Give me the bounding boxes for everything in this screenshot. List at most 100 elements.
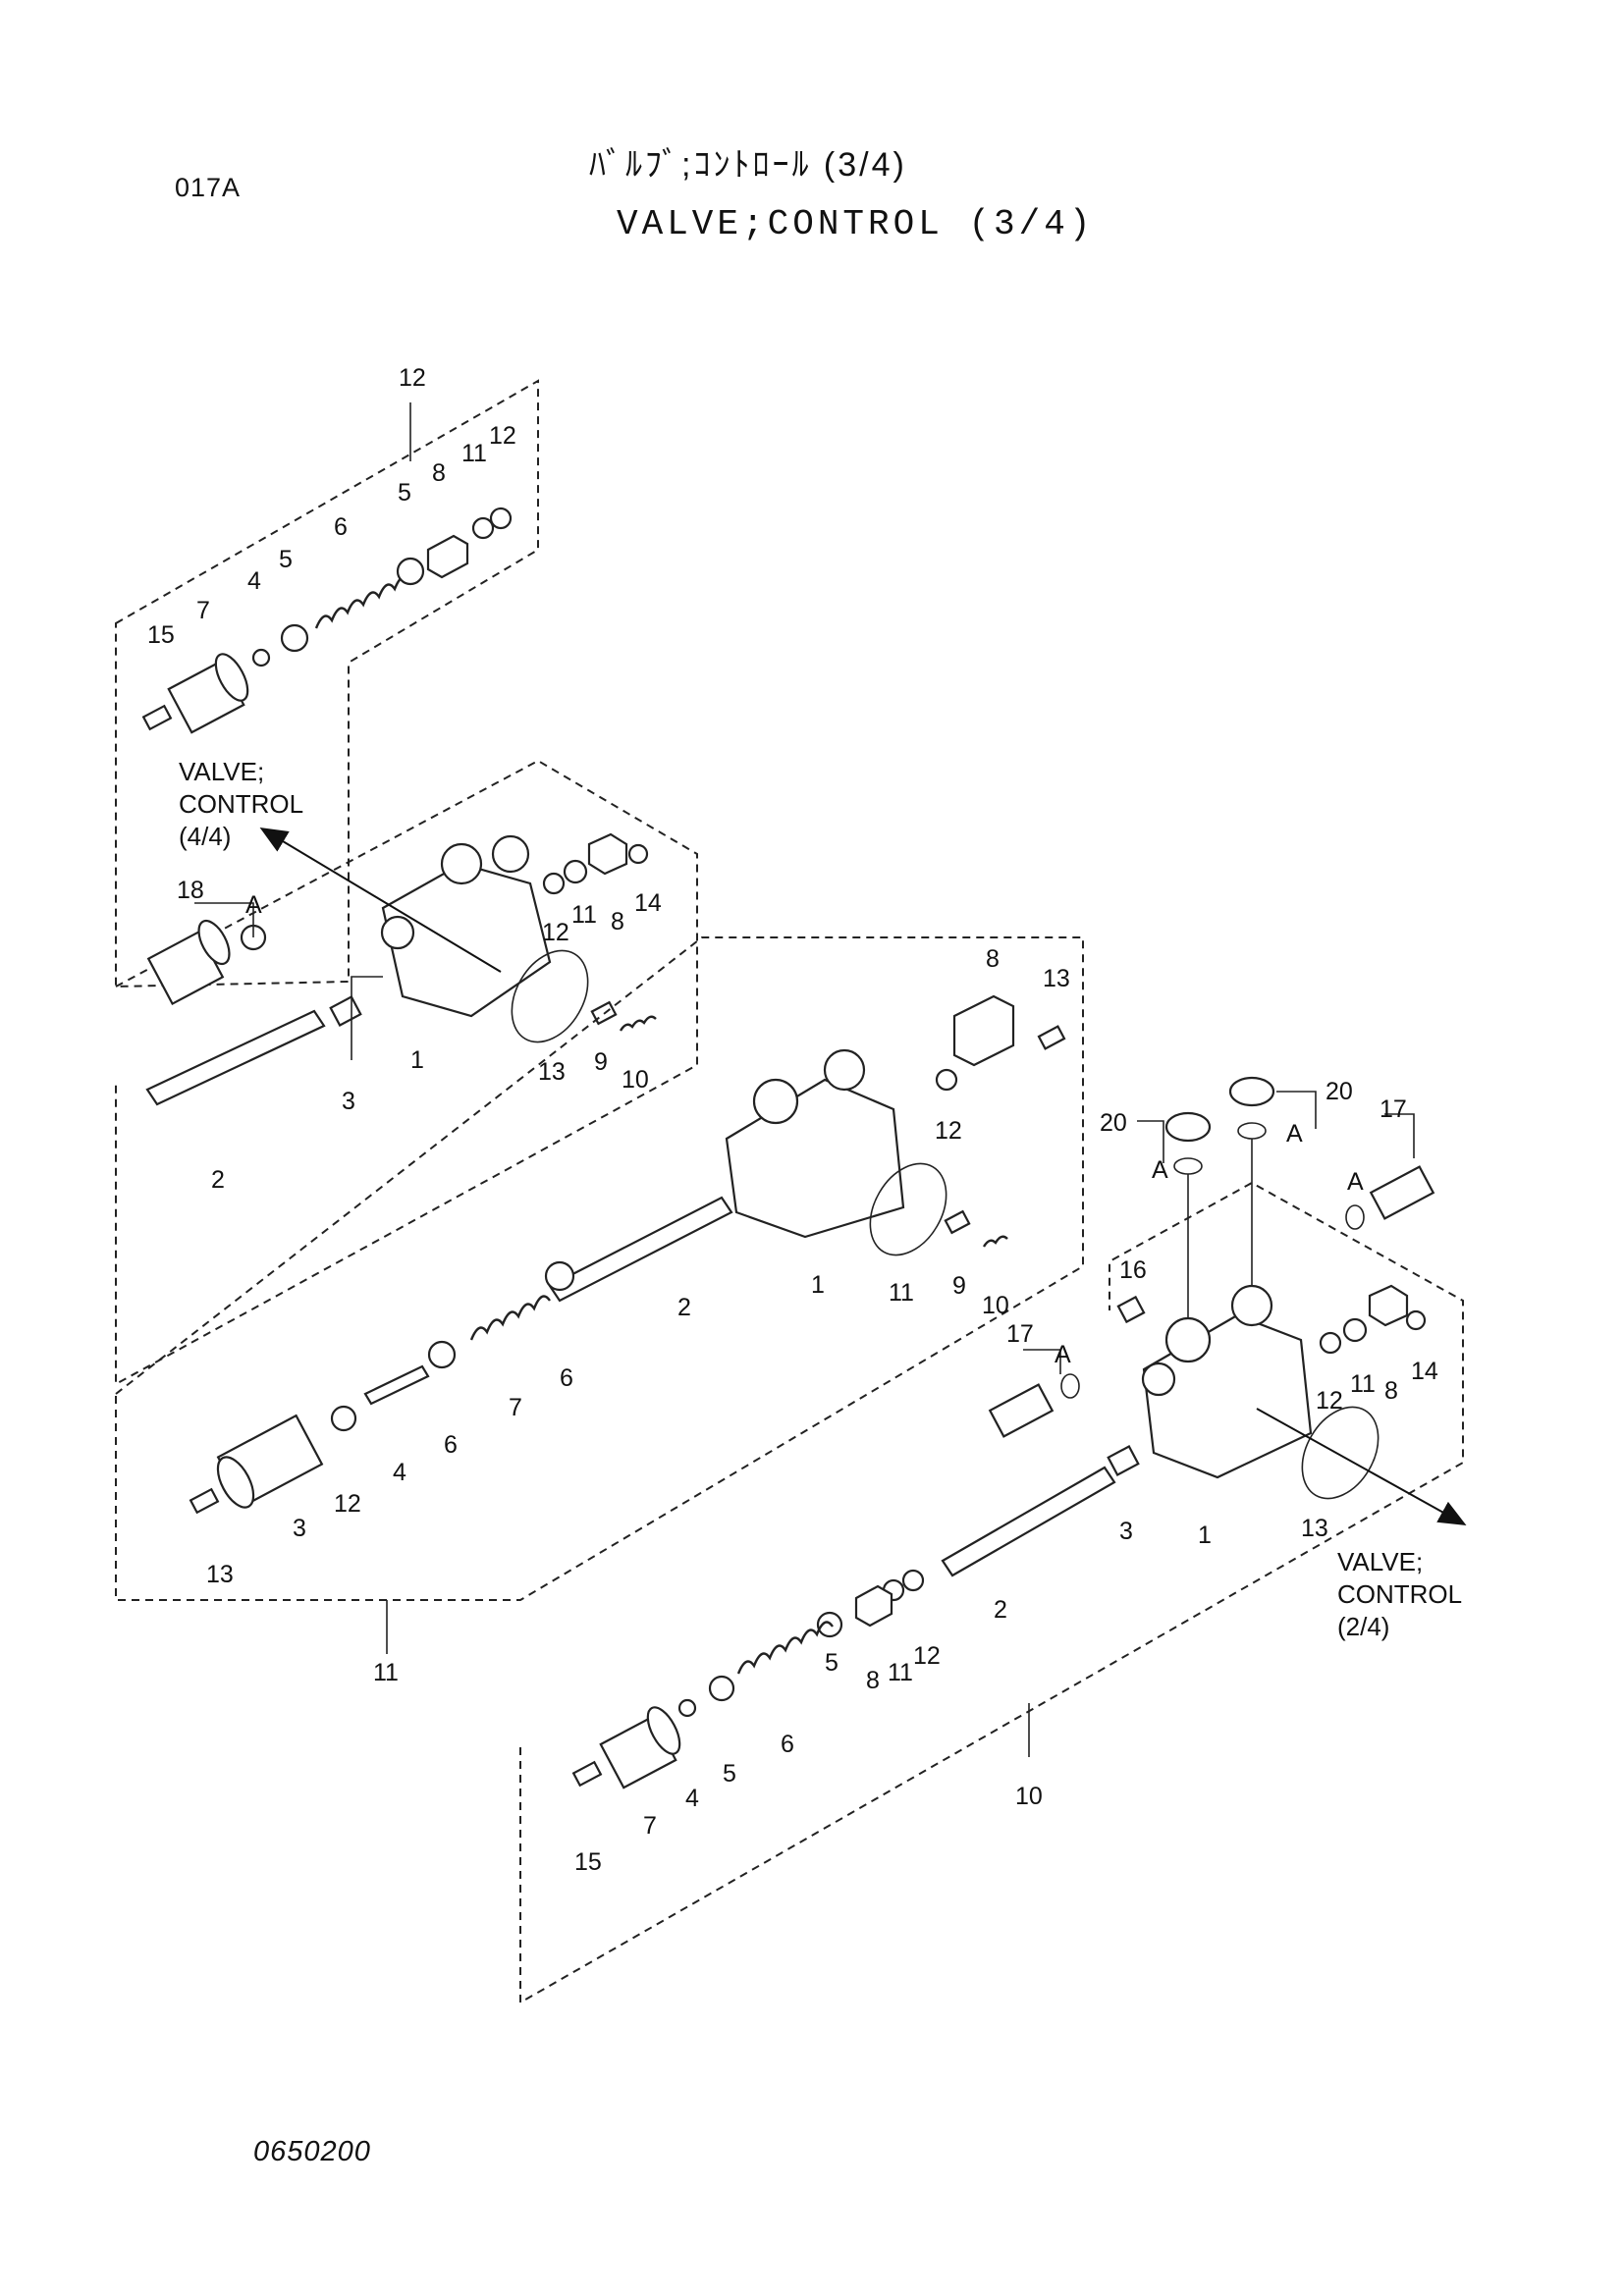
part-label: 10	[982, 1292, 1009, 1319]
part-label: 9	[594, 1048, 608, 1076]
part-label: 15	[574, 1848, 602, 1876]
page-code: 017A	[175, 173, 242, 202]
fitting-left	[988, 1383, 1055, 1438]
part-label: 11	[888, 1659, 913, 1686]
spool-middle	[548, 1196, 733, 1303]
part-label: 5	[723, 1760, 736, 1788]
group-label-10: 10	[1015, 1783, 1043, 1810]
spool-bottom	[941, 1466, 1116, 1577]
part-label: 7	[509, 1394, 522, 1421]
part-label: 11	[461, 440, 487, 467]
assembly-bottom	[519, 1076, 1467, 2004]
assembly-top	[115, 379, 698, 1386]
part-label: 12	[542, 919, 569, 946]
ref-arrow-bottom	[1256, 1408, 1467, 1525]
reference-right: VALVE; CONTROL (2/4)	[1337, 1547, 1462, 1641]
part-label: 6	[560, 1364, 573, 1392]
part-labels-middle: 8 13 12 1 11 9 10 2 6 7 6 4 12 3 13	[206, 945, 1070, 1588]
title-english: VALVE;CONTROL (3/4)	[617, 204, 1095, 244]
part-label: 14	[1411, 1358, 1438, 1385]
part-label: 7	[643, 1812, 657, 1840]
cap-bottom	[599, 1706, 681, 1789]
part-label: 8	[986, 945, 1000, 973]
part-label: 20	[1100, 1109, 1127, 1137]
marker-a-bottom-1: A	[1152, 1156, 1168, 1184]
part-label: 6	[334, 513, 348, 541]
reference-top: VALVE; CONTROL (4/4)	[179, 757, 303, 851]
spring-part	[314, 575, 411, 629]
ref-top-line3: (4/4)	[179, 822, 231, 851]
drawing-number: 0650200	[253, 2136, 371, 2167]
kit-box-top	[115, 379, 539, 988]
part-label: 2	[994, 1596, 1007, 1624]
part-label: 13	[538, 1058, 566, 1086]
part-label: 12	[1316, 1387, 1343, 1415]
part-labels-top: 15 7 4 5 6 5 8 11 12 18 12 11 8 14 1 13 …	[147, 422, 662, 1194]
plug-part	[146, 919, 231, 1006]
part-label: 12	[489, 422, 516, 450]
part-label: 9	[952, 1272, 966, 1300]
part-label: 1	[410, 1046, 424, 1074]
part-label: 1	[811, 1271, 825, 1299]
part-label: 4	[393, 1459, 406, 1486]
part-label: 11	[571, 901, 597, 929]
valve-body-middle	[725, 1048, 947, 1256]
part-label: 7	[196, 597, 210, 624]
part-label: 5	[398, 479, 411, 507]
ref-top-line2: CONTROL	[179, 789, 303, 819]
part-label: 11	[1350, 1370, 1376, 1398]
marker-a-bottom-3: A	[1347, 1168, 1364, 1196]
ref-right-line2: CONTROL	[1337, 1579, 1462, 1609]
ref-right-line1: VALVE;	[1337, 1547, 1423, 1576]
part-label: 11	[889, 1279, 914, 1307]
part-label: 5	[279, 546, 293, 573]
part-label: 15	[147, 621, 175, 649]
marker-a-top: A	[245, 891, 262, 919]
valve-body-bottom	[1141, 1284, 1313, 1479]
part-label: 20	[1325, 1078, 1353, 1105]
part-label: 8	[866, 1667, 880, 1694]
part-label: 6	[444, 1431, 458, 1459]
part-label: 18	[177, 877, 204, 904]
ref-arrow-top	[259, 827, 502, 973]
kit-box-middle	[115, 936, 1084, 1601]
part-label: 13	[206, 1561, 234, 1588]
part-label: 4	[685, 1785, 699, 1812]
title-japanese: ﾊﾞﾙﾌﾞ;ｺﾝﾄﾛｰﾙ (3/4)	[589, 146, 907, 184]
part-label: 12	[935, 1117, 962, 1145]
fitting-right	[1369, 1165, 1435, 1220]
assembly-middle	[115, 936, 1084, 1654]
part-label: 13	[1043, 965, 1070, 992]
kit-box-top-lower	[115, 759, 698, 1386]
part-label: 8	[432, 459, 446, 487]
part-label: 4	[247, 567, 261, 595]
kit-box-bottom	[519, 1181, 1464, 2004]
spring-middle	[469, 1295, 551, 1341]
marker-a-bottom-4: A	[1055, 1341, 1071, 1368]
ref-top-line1: VALVE;	[179, 757, 264, 786]
part-label: 6	[781, 1731, 794, 1758]
part-label: 13	[1301, 1515, 1328, 1542]
part-label: 2	[677, 1294, 691, 1321]
part-label: 8	[611, 908, 624, 935]
part-label: 12	[334, 1490, 361, 1518]
valve-body-top	[380, 834, 589, 1043]
group-label-12: 12	[399, 364, 426, 392]
spring-bottom	[736, 1621, 834, 1675]
cap-middle	[216, 1414, 324, 1509]
group-label-11: 11	[373, 1659, 399, 1686]
spool-top	[145, 1009, 326, 1106]
marker-a-bottom-2: A	[1286, 1120, 1303, 1148]
part-label: 1	[1198, 1522, 1212, 1549]
part-label: 10	[622, 1066, 649, 1094]
part-label: 8	[1384, 1377, 1398, 1405]
part-labels-bottom: 20 20 17 16 17 12 11 8 14 1 13 3 2 12 11…	[574, 1078, 1438, 1876]
part-label: 3	[1119, 1518, 1133, 1545]
part-label: 17	[1006, 1320, 1034, 1348]
part-label: 3	[293, 1515, 306, 1542]
part-label: 14	[634, 889, 662, 917]
part-label: 3	[342, 1088, 355, 1115]
part-label: 2	[211, 1166, 225, 1194]
part-label: 5	[825, 1649, 839, 1677]
